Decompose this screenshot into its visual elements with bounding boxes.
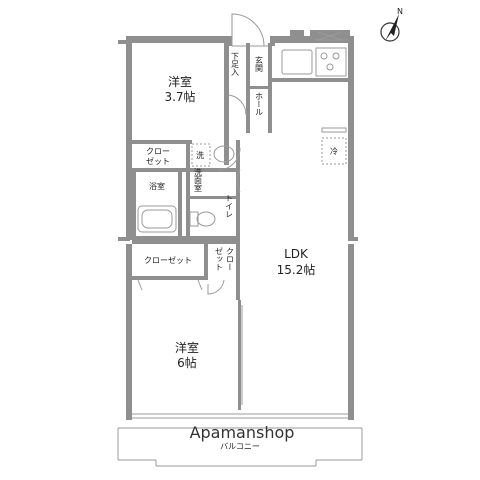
wall-top-vent	[310, 30, 350, 38]
balcony	[117, 427, 363, 467]
wall-bath-bottom	[132, 236, 240, 240]
closet3-label-b: ゼット	[215, 247, 224, 271]
wash-door-swing	[217, 147, 241, 171]
wall-bottom-left	[126, 410, 132, 420]
north-arrow-icon	[385, 14, 399, 41]
stove	[315, 47, 347, 77]
wall-entrance-hall	[246, 86, 272, 89]
range-hood-x2	[317, 31, 343, 41]
compass-label: N	[397, 7, 403, 16]
compass-ring	[380, 22, 400, 42]
wall-room1-bottom	[132, 140, 192, 144]
hall-door-swing	[228, 94, 247, 116]
wall-right-lower	[348, 244, 354, 414]
sink	[281, 49, 313, 75]
wall-closet3-right	[236, 240, 240, 300]
burner-2	[332, 52, 340, 60]
room-labels: 洋室 3.7帖 洋室 6帖 LDK 15.2帖 クロー ゼット クローゼット ク…	[144, 52, 338, 451]
closet2-label: クローゼット	[144, 255, 192, 265]
wall-bath-right	[178, 172, 182, 236]
shoe-box-label: 下足入	[231, 52, 240, 76]
fridge-top	[321, 127, 347, 133]
hall-label: ホール	[255, 92, 264, 116]
outer-walls	[118, 30, 358, 420]
washing-machine-space	[191, 143, 211, 167]
watermark: Apamanshop	[190, 423, 295, 442]
wall-room1-right	[224, 43, 229, 165]
wall-left-stub	[118, 237, 130, 241]
wall-entrance-left	[226, 36, 232, 46]
kitchen	[281, 31, 348, 165]
wall-top-stub	[118, 40, 128, 44]
wall-closet2-right	[204, 244, 208, 280]
balcony-label: バルコニー	[220, 442, 260, 451]
room2-size: 6帖	[177, 355, 197, 370]
washroom-label: 洗面室	[194, 167, 203, 192]
room1-size: 3.7帖	[164, 89, 195, 104]
room2-name: 洋室	[175, 340, 199, 355]
wall-wash-left	[186, 140, 190, 240]
wall-wash-right	[236, 140, 240, 240]
entrance-door-swing	[231, 13, 265, 47]
bathtub-inner	[141, 209, 173, 229]
door-swings	[137, 94, 247, 295]
burner-1	[320, 52, 328, 60]
wall-left-upper	[126, 36, 132, 240]
wall-bottom-right	[348, 410, 354, 420]
wall-hall-right	[268, 43, 272, 133]
wall-top-left	[128, 36, 226, 43]
wall-top-step	[290, 30, 304, 38]
wall-right-upper	[348, 36, 354, 240]
wash-door-swing-2	[236, 169, 241, 193]
closet2-door-mark	[137, 279, 143, 291]
wall-room2-right	[238, 300, 241, 410]
wall-toilet-top	[186, 196, 236, 199]
bathroom-label: 浴室	[149, 181, 165, 191]
entrance-label: 玄関	[255, 55, 264, 73]
toilet-label: トイレ	[225, 194, 234, 218]
fridge-space	[321, 137, 347, 165]
closet1-label-a: クロー	[146, 147, 170, 156]
wall-closet2-top	[132, 240, 240, 244]
closet3-door-swing	[207, 279, 225, 295]
wash-basin	[213, 145, 235, 163]
ldk-size: 15.2帖	[277, 262, 316, 277]
wash-fixtures	[137, 143, 235, 233]
wall-kitchen-bottom	[272, 78, 348, 82]
closet1-label-b: ゼット	[146, 156, 170, 166]
wall-left-lower	[126, 244, 132, 414]
room1-name: 洋室	[168, 74, 192, 89]
toilet-bowl	[196, 211, 216, 227]
closet2-door-mark-2	[197, 279, 203, 291]
ldk-name: LDK	[284, 247, 309, 261]
compass: N	[380, 7, 403, 42]
burner-3	[326, 63, 334, 71]
wall-closet2-bottom	[132, 276, 208, 280]
wall-entrance-right	[270, 36, 275, 46]
interior-walls	[132, 43, 348, 410]
fridge-label: 冷	[330, 146, 338, 156]
entrance-door	[231, 13, 270, 47]
wall-right-stub	[348, 237, 358, 241]
wall-top-right	[270, 36, 354, 43]
wall-bath-left	[132, 172, 136, 236]
wash-mark: 洗	[196, 150, 204, 160]
toilet-tank	[189, 211, 199, 227]
closet3-label-a: クロー	[226, 247, 235, 271]
bathtub	[137, 205, 177, 233]
